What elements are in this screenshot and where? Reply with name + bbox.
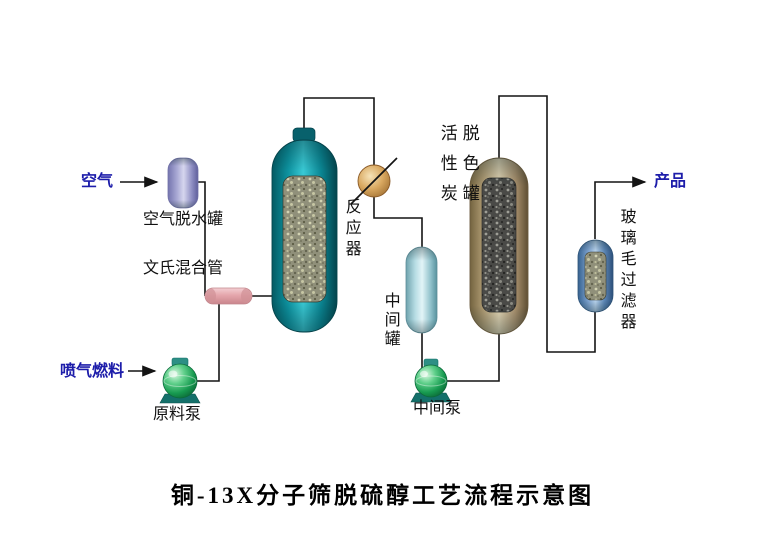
intermediate-tank-vessel	[405, 246, 438, 334]
label-reactor: 反应器	[342, 198, 360, 261]
reactor-vessel	[271, 127, 338, 333]
dehydrator-to-venturi-pipe	[198, 181, 206, 296]
venturi-mixer-tube	[204, 287, 253, 305]
stream-label-jet-fuel: 喷气燃料	[60, 363, 125, 380]
feedpump-to-venturi-pipe	[197, 304, 220, 382]
diagram-title: 铜-13X分子筛脱硫醇工艺流程示意图	[170, 483, 595, 508]
control-valve	[350, 157, 398, 205]
process-pipes	[120, 95, 647, 382]
air-dehydrator-vessel	[167, 157, 199, 209]
feed-pump	[159, 357, 201, 404]
label-venturi-mixer: 文氏混合管	[143, 260, 224, 277]
label-carbon-tank-line2: 脱色罐	[459, 124, 479, 214]
intermediate-pump	[410, 358, 452, 403]
filter-to-product-arrow	[594, 176, 647, 239]
label-feed-pump: 原料泵	[153, 406, 202, 423]
label-carbon-tank-line1: 活性炭	[437, 124, 457, 214]
stream-label-air: 空气	[81, 173, 114, 190]
carbon-decolor-tank-vessel	[469, 157, 529, 335]
valve-stem-line	[350, 157, 398, 205]
carbon-tank-to-filter-pipe	[498, 95, 596, 353]
label-glass-wool-filter: 玻璃毛过滤器	[617, 208, 635, 334]
pump-to-carbon-tank-pipe	[447, 331, 500, 382]
label-intermediate-pump: 中间泵	[413, 400, 462, 417]
label-intermediate-tank: 中间罐	[381, 292, 399, 349]
stream-label-product: 产品	[654, 173, 687, 190]
reactor-to-valve-pipe	[303, 97, 375, 165]
glass-wool-filter-vessel	[577, 239, 614, 313]
valve-to-intermediate-tank-pipe	[373, 197, 423, 248]
label-air-dehydrator: 空气脱水罐	[143, 211, 224, 228]
